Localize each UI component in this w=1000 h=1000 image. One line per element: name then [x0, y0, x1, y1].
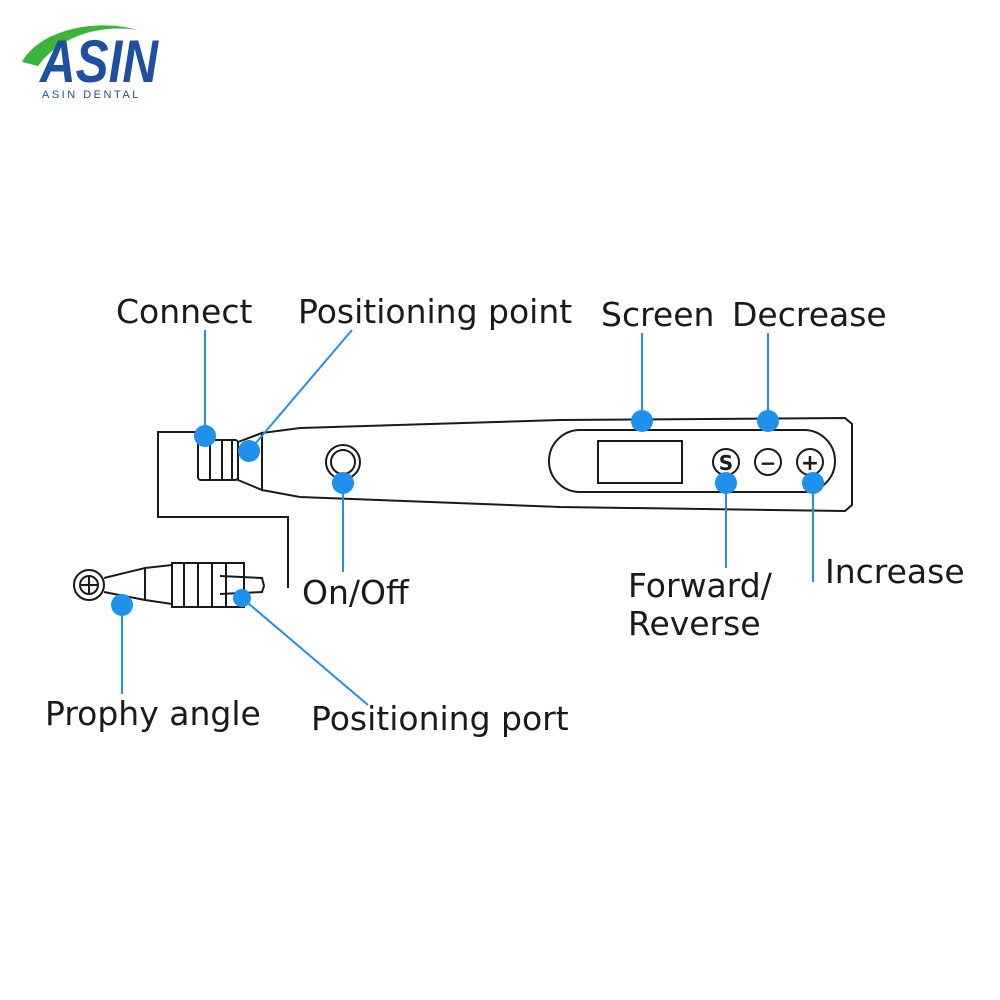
label-decrease: Decrease [732, 295, 887, 334]
label-connect: Connect [116, 292, 253, 331]
label-positioning-port: Positioning port [311, 699, 569, 738]
dot-decrease [757, 410, 779, 432]
dot-increase [802, 472, 824, 494]
dot-on-off [332, 472, 354, 494]
label-prophy-angle: Prophy angle [45, 694, 261, 733]
minus-button[interactable] [754, 448, 782, 476]
leader-lines [121, 329, 814, 706]
handpiece [197, 416, 853, 513]
connect-bracket [157, 431, 289, 588]
display-screen [597, 440, 683, 484]
minus-button-label: − [760, 451, 777, 475]
dot-connect [194, 425, 216, 447]
label-on-off: On/Off [302, 573, 410, 612]
label-increase: Increase [825, 552, 965, 591]
dot-positioning-point [238, 440, 260, 462]
logo-tagline: ASIN DENTAL [42, 89, 141, 101]
logo-text: ASIN [38, 28, 159, 95]
brand-logo: ASIN ASIN DENTAL [22, 25, 159, 101]
label-positioning-point: Positioning point [298, 292, 572, 331]
prophy-shaft [144, 563, 173, 606]
label-forward-reverse-2: Reverse [628, 604, 761, 643]
s-button-label: S [719, 451, 733, 475]
handpiece-connector [197, 439, 239, 481]
logo-swoosh [22, 25, 138, 66]
control-panel [548, 429, 836, 493]
prophy-grip [171, 562, 245, 608]
plus-button-label: + [801, 451, 819, 476]
callout-dots [111, 410, 824, 616]
label-screen: Screen [601, 295, 714, 334]
dot-prophy-angle [111, 594, 133, 616]
dot-screen [631, 410, 653, 432]
prophy-head [73, 569, 105, 601]
label-forward-reverse-1: Forward/ [628, 566, 773, 605]
dot-positioning-port [233, 589, 251, 607]
dot-forward-reverse [715, 472, 737, 494]
handpiece-body [261, 416, 853, 513]
